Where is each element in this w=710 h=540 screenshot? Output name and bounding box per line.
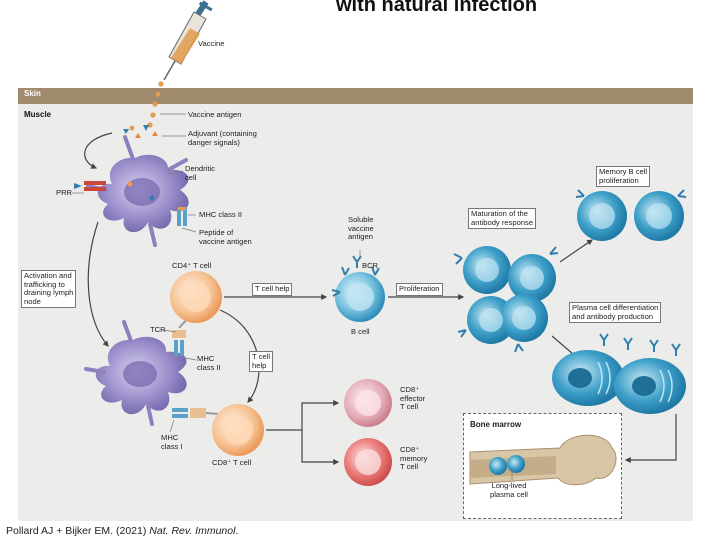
slide-title: with natural infection — [336, 0, 538, 16]
t-cell-help-mid-box: T cell help — [249, 351, 274, 373]
memory-b-cells — [575, 189, 687, 241]
t-cell-help-top-box: T cell help — [252, 283, 293, 296]
vaccine-droplets — [147, 81, 164, 128]
bone-icon — [469, 434, 617, 486]
skin-label: Skin — [24, 89, 41, 98]
citation-journal: Nat. Rev. Immunol — [149, 525, 236, 537]
antigen-symbols — [123, 125, 158, 138]
citation: Pollard AJ + Bijker EM. (2021) Nat. Rev.… — [6, 525, 238, 537]
vaccine-antigen-label: Vaccine antigen — [188, 110, 242, 119]
syringe-icon — [163, 0, 213, 81]
plasma-diff-box: Plasma cell differentiation and antibody… — [569, 302, 662, 324]
dendritic-cell-label: Dendritic cell — [185, 164, 215, 182]
skin-layer — [18, 88, 693, 104]
proliferation-box: Proliferation — [396, 283, 443, 296]
peptide-label: Peptide of vaccine antigen — [199, 228, 252, 246]
bone-marrow-label: Bone marrow — [470, 420, 522, 429]
bcr-label: BCR — [362, 261, 379, 270]
plasma-cells — [552, 333, 686, 414]
vaccine-label: Vaccine — [198, 39, 225, 48]
cd4-t-cell-label: CD4⁺ T cell — [172, 261, 212, 270]
tcr-label: TCR — [150, 325, 166, 334]
prr-label: PRR — [56, 188, 73, 197]
muscle-label: Muscle — [24, 110, 52, 119]
activation-box: Activation and trafficking to draining l… — [21, 270, 77, 309]
citation-authors: Pollard AJ + Bijker EM. (2021) — [6, 525, 150, 537]
citation-end: . — [235, 525, 239, 537]
tcr-mhc-i-complex — [172, 408, 219, 418]
cd8-effector-label: CD8⁺ effector T cell — [400, 385, 426, 412]
cd8-memory-label: CD8⁺ memory T cell — [400, 445, 428, 472]
mhc-class-ii-lower-label: MHC class II — [197, 354, 221, 372]
b-cell-label: B cell — [351, 327, 370, 336]
mhc-class-ii-icon — [177, 207, 187, 226]
dendritic-cell-lymph-node — [84, 320, 187, 426]
long-lived-plasma-label: Long-lived plasma cell — [490, 481, 528, 499]
prr-receptor-icon — [74, 181, 106, 191]
tcr-mhc-ii-complex — [172, 317, 189, 356]
mhc-class-ii-label: MHC class II — [199, 210, 243, 219]
memory-b-box: Memory B cell proliferation — [596, 166, 651, 188]
soluble-antigen-label: Soluble vaccine antigen — [348, 215, 374, 242]
adjuvant-label: Adjuvant (containing danger signals) — [188, 129, 257, 147]
mhc-class-i-label: MHC class I — [161, 433, 183, 451]
maturation-box: Maturation of the antibody response — [468, 208, 537, 230]
bcr-icon — [352, 255, 362, 268]
b-cell — [331, 266, 385, 322]
proliferating-b-cells — [453, 246, 559, 353]
cd8-t-cell-label: CD8⁺ T cell — [212, 458, 252, 467]
